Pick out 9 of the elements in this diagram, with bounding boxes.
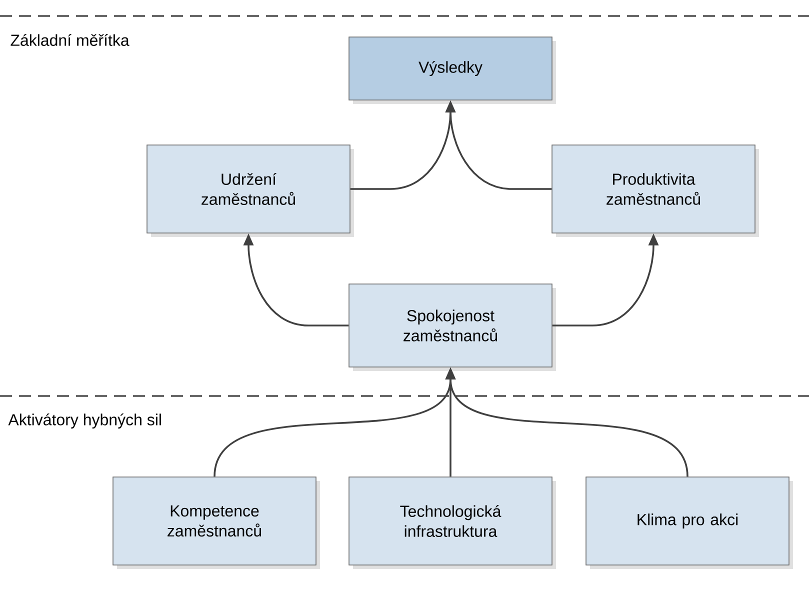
process-box: Produktivita zaměstnanců — [552, 144, 756, 234]
process-box: Technologická infrastruktura — [348, 476, 552, 566]
section-label: Základní měřítka — [10, 34, 130, 46]
process-box: Spokojenost zaměstnanců — [348, 284, 552, 368]
section-label: Aktivátory hybných sil — [8, 413, 161, 429]
process-box: Výsledky — [348, 36, 552, 100]
process-box: Klima pro akci — [586, 476, 790, 566]
process-box: Udržení zaměstnanců — [146, 144, 350, 234]
process-box: Kompetence zaměstnanců — [112, 476, 316, 566]
